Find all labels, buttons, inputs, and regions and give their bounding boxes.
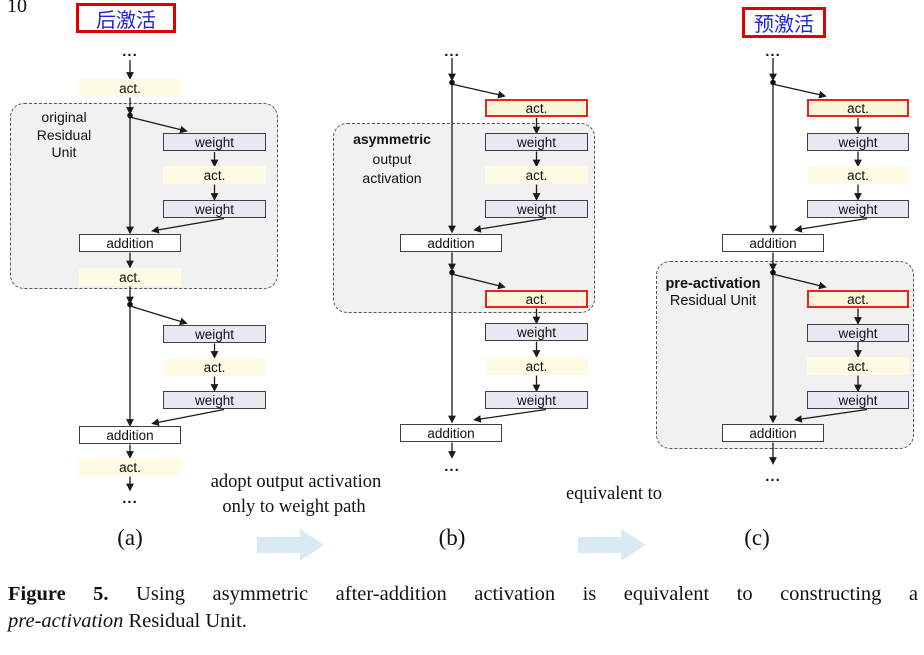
weight-box: weight	[485, 200, 588, 218]
original-unit-label-line3: Unit	[51, 144, 77, 160]
caption-line2: pre-activation Residual Unit.	[8, 608, 918, 635]
act-box: act.	[163, 358, 266, 376]
panel-label-b: (b)	[438, 525, 466, 550]
original-unit-label-line2: Residual	[36, 126, 92, 143]
caption-line2-text: Residual Unit.	[123, 610, 247, 632]
act-box-highlighted: act.	[485, 99, 588, 117]
addition-box: addition	[722, 234, 824, 252]
block-arrow-b-to-c	[578, 529, 646, 561]
pre-activation-label-line2: Residual Unit	[669, 292, 757, 309]
pre-activation-label-line1: pre-activation	[665, 276, 761, 292]
act-box-highlighted: act.	[485, 290, 588, 308]
ellipsis-b-top: ...	[444, 43, 460, 60]
act-box-highlighted: act.	[807, 290, 909, 308]
weight-box: weight	[485, 323, 588, 341]
weight-box: weight	[807, 324, 909, 342]
act-box: act.	[79, 79, 181, 97]
addition-box: addition	[722, 424, 824, 442]
act-box: act.	[79, 458, 181, 476]
panel-label-a: (a)	[117, 525, 143, 550]
addition-box: addition	[400, 424, 502, 442]
column-a-connectors	[126, 60, 225, 492]
column-b-connectors	[448, 58, 547, 459]
transition-note-a-b-line1: adopt output activation	[210, 472, 382, 492]
page-number: 10	[7, 0, 27, 17]
original-unit-label: original Residual Unit	[19, 109, 109, 162]
asymmetric-label-line3: activation	[362, 170, 422, 186]
addition-box: addition	[79, 426, 181, 444]
weight-box: weight	[485, 391, 588, 409]
asymmetric-label-line2: output	[372, 150, 412, 167]
original-unit-label-line1: original	[41, 109, 87, 125]
caption-line1: Figure 5. Using asymmetric after-additio…	[8, 581, 918, 608]
figure-caption: Figure 5. Using asymmetric after-additio…	[8, 581, 918, 635]
pre-activation-label: pre-activation Residual Unit	[656, 276, 770, 309]
weight-box: weight	[807, 391, 909, 409]
block-arrow-a-to-b	[257, 529, 324, 561]
act-box: act.	[485, 166, 588, 184]
weight-box: weight	[163, 325, 266, 343]
act-box: act.	[79, 268, 181, 286]
caption-figure-tag: Figure 5.	[8, 583, 109, 605]
caption-line1-text: Using asymmetric after-addition activati…	[108, 583, 918, 605]
act-box: act.	[163, 166, 266, 184]
asymmetric-label-line1: asymmetric	[353, 131, 431, 147]
ellipsis-a-bottom: ...	[122, 490, 138, 507]
post-activation-annotation: 后激活	[76, 3, 176, 33]
panel-label-c: (c)	[744, 525, 770, 550]
ellipsis-b-bottom: ...	[444, 458, 460, 475]
weight-box: weight	[163, 133, 266, 151]
weight-box: weight	[163, 200, 266, 218]
ellipsis-a-top: ...	[122, 43, 138, 60]
caption-italic-term: pre-activation	[8, 610, 124, 632]
addition-box: addition	[400, 234, 502, 252]
asymmetric-label: asymmetric output activation	[333, 130, 451, 189]
transition-note-b-c: equivalent to	[565, 484, 663, 504]
act-box: act.	[807, 166, 909, 184]
weight-box: weight	[485, 133, 588, 151]
act-box: act.	[485, 357, 588, 375]
transition-note-a-b-line2: only to weight path	[222, 497, 366, 517]
weight-box: weight	[807, 200, 909, 218]
pre-activation-annotation: 预激活	[742, 7, 826, 38]
asymmetric-activation-group	[333, 123, 595, 313]
ellipsis-c-top: ...	[765, 43, 781, 60]
ellipsis-c-bottom: ...	[765, 468, 781, 485]
connector-lines	[126, 58, 868, 561]
weight-box: weight	[807, 133, 909, 151]
weight-box: weight	[163, 391, 266, 409]
act-box: act.	[807, 357, 909, 375]
column-c-connectors	[769, 58, 868, 465]
addition-box: addition	[79, 234, 181, 252]
act-box-highlighted: act.	[807, 99, 909, 117]
